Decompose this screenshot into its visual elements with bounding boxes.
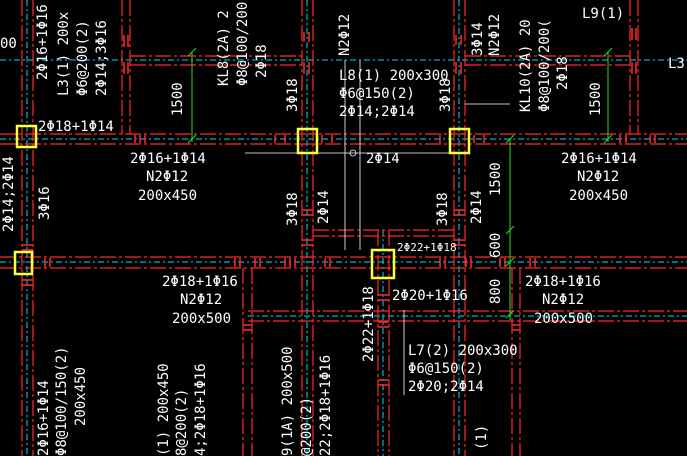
rebar-label: 2Φ14 — [316, 190, 332, 224]
rebar-label: N2Φ12 — [542, 292, 584, 308]
rebar-label: 3Φ18 — [438, 78, 454, 112]
beam-label-kl10: KL10(2A) 20 — [518, 19, 534, 112]
beam-label-kl8: KL8(2A) 2 — [216, 10, 232, 86]
rebar-label: 2Φ18 — [254, 44, 270, 78]
rebar-label: 2Φ14 — [469, 190, 485, 224]
beam-label-l3: L3(1) 200x — [56, 12, 72, 96]
column-a3 — [448, 127, 471, 155]
column-b1 — [13, 250, 34, 276]
stirrup-label: @200(2) — [299, 397, 315, 456]
leader-lines — [245, 60, 510, 395]
rebar-label: 2Φ14;2Φ14 — [1, 156, 17, 232]
stirrup-label: Φ6@150(2) — [408, 361, 484, 377]
rebar-label: N2Φ12 — [146, 169, 188, 185]
beam-label: (1) 200x450 — [156, 363, 172, 456]
dimension-label: 1500 — [170, 82, 186, 116]
rebar-label: 3Φ14 — [470, 22, 486, 56]
beam-label-l7: L7(2) 200x300 — [408, 343, 518, 359]
dimension-lines — [187, 47, 613, 320]
section-label: 200x500 — [172, 311, 231, 327]
rebar-label: 3Φ16 — [37, 186, 53, 220]
rebar-label: 2Φ14;3Φ16 — [94, 20, 110, 96]
stirrup-label: Φ6@150(2) — [339, 86, 415, 102]
stirrup-label: 8@200(2) — [174, 389, 190, 456]
beam-label-l3-right: L3(1 — [668, 56, 687, 72]
beam-label-l8: L8(1) 200x300 — [339, 68, 449, 84]
beam-label-l9: L9(1) — [582, 6, 624, 22]
rebar-label: 2Φ16+1Φ14 — [130, 151, 206, 167]
rebar-label: 2Φ16+1Φ14 — [36, 380, 52, 456]
rebar-label: 2Φ18+1Φ16 — [525, 274, 601, 290]
stirrup-marks — [22, 28, 656, 386]
rebar-label: 3Φ18 — [285, 78, 301, 112]
section-label: 200x500 — [534, 311, 593, 327]
rebar-label: 2Φ18 — [555, 56, 571, 90]
beam-label: 9(1A) 200x500 — [280, 346, 296, 456]
column-a1 — [15, 124, 38, 149]
stirrup-label: Φ6@200(2) — [75, 20, 91, 96]
edge-label: 00 — [0, 36, 17, 52]
dimension-label: 600 — [488, 233, 504, 258]
rebar-label: 2Φ16+1Φ16 — [35, 4, 51, 80]
section-label: 200x450 — [73, 367, 89, 426]
rebar-label: 2Φ16+1Φ14 — [561, 151, 637, 167]
dimension-label: 1500 — [588, 82, 604, 116]
stirrup-label: Φ8@100/150(2) — [54, 346, 70, 456]
dimension-label: 1500 — [488, 162, 504, 196]
dimension-label: 800 — [488, 279, 504, 304]
rebar-label: 3Φ18 — [435, 192, 451, 226]
rebar-label: 3Φ18 — [285, 192, 301, 226]
rebar-label: N2Φ12 — [577, 169, 619, 185]
rebar-label: 2Φ14 — [366, 151, 400, 167]
columns — [13, 124, 471, 280]
rebar-label: 2Φ22+1Φ18 — [361, 286, 377, 362]
beam-label: (1) — [474, 425, 490, 450]
stirrup-label: Φ8@100/200 — [235, 2, 251, 86]
section-label: 200x450 — [569, 188, 628, 204]
rebar-label: 2Φ18+1Φ16 — [162, 274, 238, 290]
rebar-label: 2Φ14;2Φ14 — [339, 104, 415, 120]
stirrup-label: Φ8@100/200( — [537, 19, 553, 112]
rebar-label: N2Φ12 — [337, 14, 353, 56]
column-a2 — [296, 127, 319, 155]
rebar-label: 2Φ22+1Φ18 — [397, 241, 457, 254]
rebar-label: 2Φ20+1Φ16 — [392, 288, 468, 304]
column-b2 — [370, 248, 396, 280]
rebar-label: 2Φ18+1Φ14 — [38, 119, 114, 135]
rebar-label: 22;2Φ18+1Φ16 — [318, 355, 334, 456]
rebar-label: N2Φ12 — [487, 14, 503, 56]
rebar-label: 4;2Φ18+1Φ16 — [193, 363, 209, 456]
section-label: 200x450 — [138, 188, 197, 204]
rebar-label: N2Φ12 — [180, 292, 222, 308]
rebar-label: 2Φ20;2Φ14 — [408, 379, 484, 395]
